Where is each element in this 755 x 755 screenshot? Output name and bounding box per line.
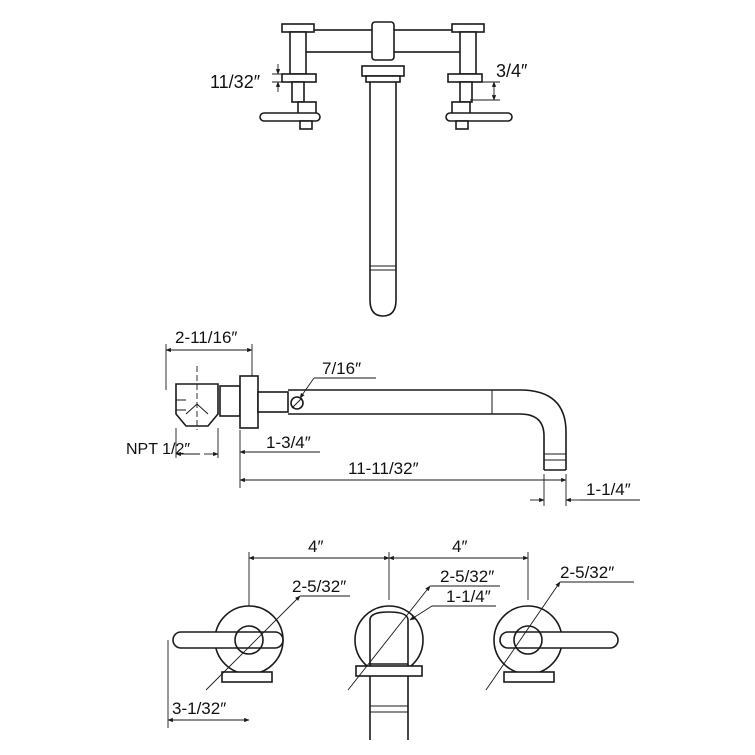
dim-spout-diameter: 1-1/4″ (409, 587, 496, 621)
dim-left-escutcheon: 2-5/32″ (205, 577, 350, 691)
side-escutcheon (239, 375, 259, 429)
label-spout-diameter: 1-1/4″ (446, 587, 491, 606)
side-view: 2-11/16″ 7/16″ NPT 1/2″ 1-3/4″ 11-11/32″ (126, 328, 640, 506)
dim-connection: NPT 1/2″ (126, 428, 219, 458)
label-lever-length: 3-1/32″ (172, 699, 226, 718)
front-right-handle (493, 605, 619, 683)
label-handle-gap: 11/32″ (210, 72, 261, 92)
label-flange: 1-3/4″ (266, 433, 311, 452)
label-body-depth: 2-11/16″ (175, 328, 237, 347)
dim-flange: 1-3/4″ (239, 430, 320, 488)
dim-handle-height: 3/4″ (470, 61, 528, 101)
side-valve-body (175, 366, 219, 430)
dim-center-right: 4″ (388, 537, 529, 561)
dim-right-escutcheon: 2-5/32″ (485, 563, 634, 691)
top-view: 11/32″ 3/4″ (210, 21, 528, 317)
dim-set-screw: 7/16″ (299, 359, 376, 399)
dim-mid-escutcheon: 2-5/32″ (347, 567, 500, 691)
top-center-hub (371, 21, 395, 61)
dim-handle-gap: 11/32″ (210, 64, 300, 92)
label-spout-reach: 11-11/32″ (348, 459, 419, 478)
label-left-escutcheon: 2-5/32″ (292, 577, 346, 596)
top-left-valve (259, 23, 321, 130)
dim-spout-reach: 11-11/32″ (239, 459, 567, 506)
front-spout (354, 605, 424, 740)
label-center-left: 4″ (308, 537, 323, 556)
dim-body-depth: 2-11/16″ (165, 328, 253, 390)
dim-center-left: 4″ (248, 537, 390, 561)
label-connection: NPT 1/2″ (126, 441, 190, 458)
label-spout-outlet: 1-1/4″ (586, 480, 631, 499)
label-center-right: 4″ (452, 537, 467, 556)
label-right-escutcheon: 2-5/32″ (560, 563, 614, 582)
top-right-valve (445, 23, 513, 130)
label-handle-height: 3/4″ (496, 61, 528, 81)
front-view: 4″ 4″ (167, 537, 634, 740)
side-spout (288, 389, 567, 470)
dim-lever-length: 3-1/32″ (167, 640, 250, 728)
side-neck (257, 391, 289, 413)
front-left-handle (172, 605, 284, 683)
top-spout (361, 65, 405, 317)
side-set-screw (290, 396, 304, 410)
label-set-screw: 7/16″ (322, 359, 361, 378)
label-mid-escutcheon: 2-5/32″ (440, 567, 494, 586)
dim-spout-outlet: 1-1/4″ (530, 474, 640, 506)
side-flange (219, 385, 241, 417)
